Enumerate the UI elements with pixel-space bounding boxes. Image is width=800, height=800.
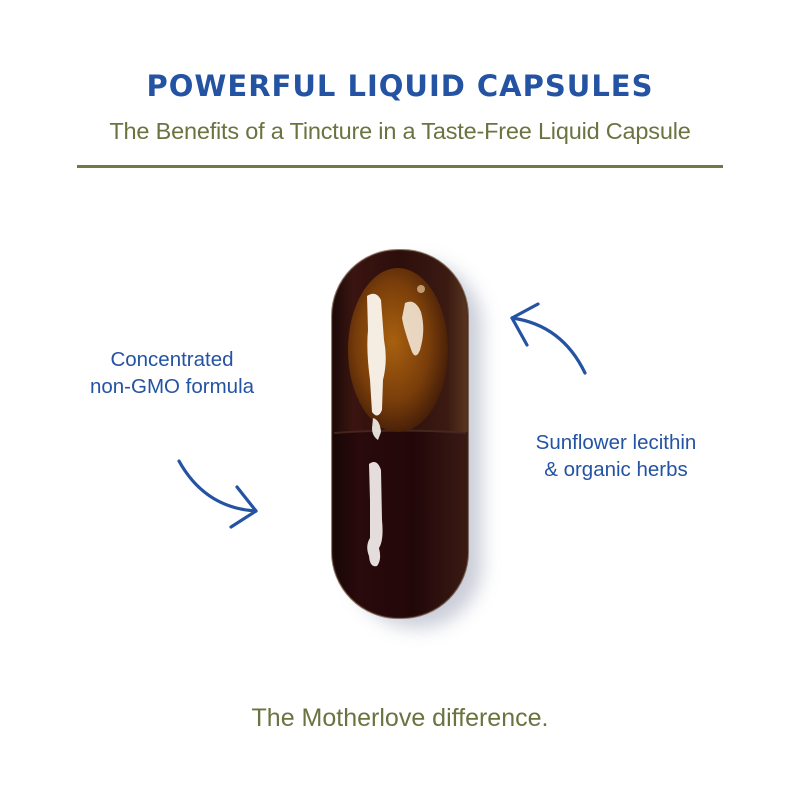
curved-arrow-right-down-icon	[177, 459, 258, 529]
curved-arrow-left-up-icon	[510, 302, 587, 375]
page-subtitle: The Benefits of a Tincture in a Taste-Fr…	[109, 118, 691, 144]
callout-ingredients-line2: & organic herbs	[544, 458, 688, 481]
header-divider	[77, 165, 723, 168]
footer-tagline: The Motherlove difference.	[251, 704, 549, 732]
callout-formula-line2: non-GMO formula	[89, 375, 255, 398]
callout-formula-line1: Concentrated	[110, 348, 234, 371]
capsule	[331, 249, 469, 619]
callout-ingredients-line1: Sunflower lecithin	[535, 431, 697, 454]
callout-formula: Concentrated non-GMO formula	[62, 346, 282, 400]
page-title: POWERFUL LIQUID CAPSULES	[146, 69, 654, 103]
callout-ingredients: Sunflower lecithin & organic herbs	[506, 429, 726, 483]
